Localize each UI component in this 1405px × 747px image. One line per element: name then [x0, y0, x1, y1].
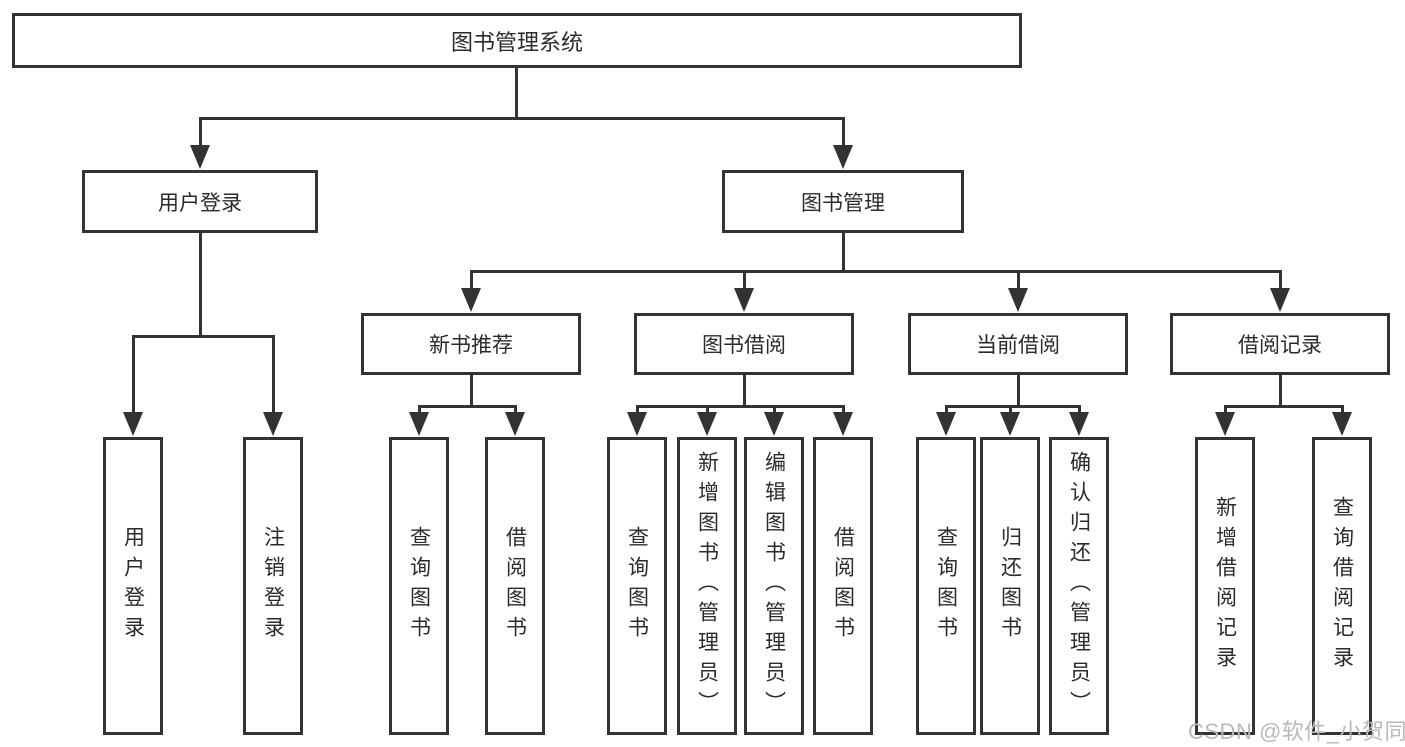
connector-drop-new-book-recommendation	[513, 404, 517, 419]
connector-stub-borrowing-records	[1278, 375, 1282, 408]
connector-drop-user-login-branch	[131, 334, 135, 419]
node-book-borrowing: 图书借阅	[634, 313, 854, 375]
connector-drop-library-management-system	[841, 116, 845, 152]
arrowhead-down-icon	[505, 412, 525, 436]
connector-drop-book-management	[469, 269, 473, 295]
node-query-borrowing-record: 查询借阅记录	[1312, 437, 1372, 735]
node-label-borrow-books-borrowing: 借阅图书	[831, 526, 855, 646]
node-label-add-books-admin: 新增图书（管理员）	[695, 451, 719, 721]
connector-stub-library-management-system	[514, 68, 518, 120]
connector-drop-book-borrowing	[772, 404, 776, 419]
arrowhead-down-icon	[734, 288, 754, 312]
connector-drop-book-management	[1016, 269, 1020, 295]
node-add-borrowing-record: 新增借阅记录	[1195, 437, 1255, 735]
arrowhead-down-icon	[697, 412, 717, 436]
node-query-books-recommend: 查询图书	[389, 437, 449, 735]
connector-bar-current-borrowing	[944, 404, 1081, 408]
connector-drop-library-management-system	[198, 116, 202, 152]
node-return-books: 归还图书	[980, 437, 1040, 735]
node-edit-books-admin: 编辑图书（管理员）	[744, 437, 804, 735]
arrowhead-down-icon	[1008, 288, 1028, 312]
node-label-confirm-return-admin: 确认归还（管理员）	[1067, 451, 1091, 721]
node-query-books-current: 查询图书	[916, 437, 976, 735]
node-label-borrowing-records: 借阅记录	[1238, 334, 1322, 357]
node-library-management-system: 图书管理系统	[12, 13, 1022, 68]
connector-bar-library-management-system	[198, 116, 845, 120]
connector-drop-current-borrowing	[1008, 404, 1012, 419]
arrowhead-down-icon	[190, 145, 210, 169]
arrowhead-down-icon	[627, 412, 647, 436]
node-label-return-books: 归还图书	[998, 526, 1022, 646]
node-label-logout: 注销登录	[261, 526, 285, 646]
node-label-query-borrowing-record: 查询借阅记录	[1330, 496, 1354, 676]
node-borrow-books-borrowing: 借阅图书	[813, 437, 873, 735]
connector-drop-book-borrowing	[635, 404, 639, 419]
node-label-user-login: 用户登录	[121, 526, 145, 646]
connector-bar-user-login-branch	[131, 334, 275, 338]
node-confirm-return-admin: 确认归还（管理员）	[1049, 437, 1109, 735]
connector-bar-book-management	[469, 269, 1282, 273]
connector-bar-book-borrowing	[635, 404, 845, 408]
arrowhead-down-icon	[1332, 412, 1352, 436]
node-add-books-admin: 新增图书（管理员）	[677, 437, 737, 735]
connector-drop-borrowing-records	[1340, 404, 1344, 419]
node-label-add-borrowing-record: 新增借阅记录	[1213, 496, 1237, 676]
arrowhead-down-icon	[1270, 288, 1290, 312]
connector-drop-current-borrowing	[1077, 404, 1081, 419]
node-label-current-borrowing: 当前借阅	[976, 334, 1060, 357]
connector-drop-book-borrowing	[841, 404, 845, 419]
connector-stub-book-borrowing	[742, 375, 746, 408]
connector-drop-book-management	[1278, 269, 1282, 295]
connector-bar-borrowing-records	[1223, 404, 1344, 408]
connector-drop-user-login-branch	[271, 334, 275, 419]
arrowhead-down-icon	[1000, 412, 1020, 436]
connector-stub-current-borrowing	[1016, 375, 1020, 408]
node-label-edit-books-admin: 编辑图书（管理员）	[762, 451, 786, 721]
connector-drop-borrowing-records	[1223, 404, 1227, 419]
node-label-query-books-recommend: 查询图书	[407, 526, 431, 646]
connector-stub-new-book-recommendation	[469, 375, 473, 408]
node-label-library-management-system: 图书管理系统	[450, 29, 583, 55]
connector-drop-book-management	[742, 269, 746, 295]
node-new-book-recommendation: 新书推荐	[361, 313, 581, 375]
node-borrowing-records: 借阅记录	[1170, 313, 1390, 375]
node-label-query-books-borrowing: 查询图书	[625, 526, 649, 646]
arrowhead-down-icon	[409, 412, 429, 436]
connector-stub-user-login-branch	[198, 233, 202, 338]
node-query-books-borrowing: 查询图书	[607, 437, 667, 735]
arrowhead-down-icon	[764, 412, 784, 436]
node-current-borrowing: 当前借阅	[908, 313, 1128, 375]
node-label-query-books-current: 查询图书	[934, 526, 958, 646]
node-user-login-branch: 用户登录	[82, 170, 318, 233]
node-borrow-books-recommend: 借阅图书	[485, 437, 545, 735]
node-label-book-management: 图书管理	[801, 191, 885, 215]
csdn-watermark: CSDN @软件_小贺同学	[1188, 719, 1405, 744]
arrowhead-down-icon	[936, 412, 956, 436]
arrowhead-down-icon	[123, 412, 143, 436]
connector-bar-new-book-recommendation	[417, 404, 517, 408]
node-label-user-login-branch: 用户登录	[158, 191, 242, 215]
node-label-new-book-recommendation: 新书推荐	[429, 334, 513, 357]
arrowhead-down-icon	[833, 412, 853, 436]
connector-drop-new-book-recommendation	[417, 404, 421, 419]
node-book-management: 图书管理	[722, 170, 964, 233]
connector-drop-current-borrowing	[944, 404, 948, 419]
node-label-book-borrowing: 图书借阅	[702, 334, 786, 357]
node-label-borrow-books-recommend: 借阅图书	[503, 526, 527, 646]
connector-stub-book-management	[841, 233, 845, 273]
arrowhead-down-icon	[833, 145, 853, 169]
arrowhead-down-icon	[263, 412, 283, 436]
connector-drop-book-borrowing	[705, 404, 709, 419]
node-logout: 注销登录	[243, 437, 303, 735]
arrowhead-down-icon	[1069, 412, 1089, 436]
arrowhead-down-icon	[1215, 412, 1235, 436]
arrowhead-down-icon	[461, 288, 481, 312]
node-user-login: 用户登录	[103, 437, 163, 735]
